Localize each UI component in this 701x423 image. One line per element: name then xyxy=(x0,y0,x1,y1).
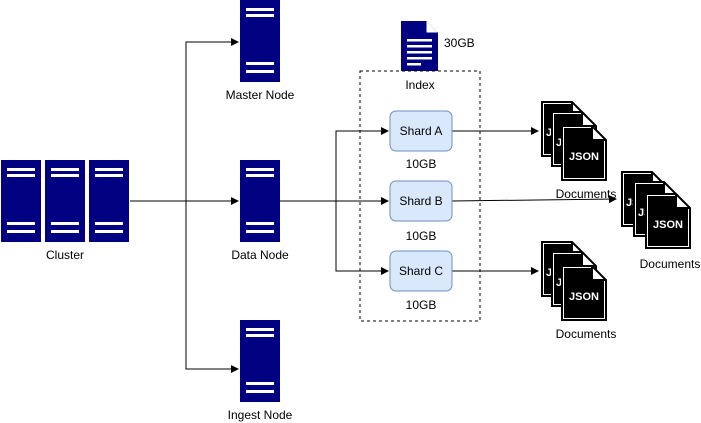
cluster: Cluster xyxy=(1,160,129,262)
shard-label: Shard B xyxy=(399,194,442,208)
index-boundary xyxy=(359,70,481,322)
documents-label: Documents xyxy=(556,327,617,341)
edge-data-shard-a xyxy=(335,127,389,201)
shard-b: Shard B 10GB xyxy=(389,180,453,243)
server-icon xyxy=(240,0,280,82)
json-text: JSON xyxy=(569,151,599,163)
documents-c: JS JS JSON Documents xyxy=(541,241,617,341)
json-text: JSON xyxy=(569,291,599,303)
server-icon xyxy=(240,320,280,402)
server-icon xyxy=(1,160,129,242)
shard-label: Shard C xyxy=(399,264,443,278)
document-icon xyxy=(401,21,438,71)
shard-label: Shard A xyxy=(400,124,443,138)
index-label: Index xyxy=(405,78,434,92)
ingest-node: Ingest Node xyxy=(228,320,293,422)
edge-cluster-master xyxy=(185,38,239,201)
shard-box xyxy=(389,110,453,152)
shard-c: Shard C 10GB xyxy=(389,250,453,312)
documents-b: JS JS JSON Documents xyxy=(621,171,701,271)
edge-data-shard-c xyxy=(335,201,389,275)
index: 30GB Index xyxy=(359,21,481,322)
json-file-stack-icon: JS JS JSON xyxy=(621,171,691,249)
json-file-stack-icon: JS JS JSON xyxy=(541,101,607,181)
json-text: JSON xyxy=(653,219,683,231)
shard-size: 10GB xyxy=(406,298,437,312)
data-node-label: Data Node xyxy=(231,248,289,262)
ingest-node-label: Ingest Node xyxy=(228,408,293,422)
json-file-stack-icon: JS JS JSON xyxy=(541,241,607,321)
edge-shard-b-documents xyxy=(451,195,617,204)
documents-label: Documents xyxy=(556,187,617,201)
documents-a: JS JS JSON Documents xyxy=(541,101,617,201)
cluster-label: Cluster xyxy=(46,248,84,262)
master-node-label: Master Node xyxy=(226,88,295,102)
shard-size: 10GB xyxy=(406,229,437,243)
edge-cluster-ingest xyxy=(185,201,239,373)
shard-box xyxy=(389,250,453,292)
shard-size: 10GB xyxy=(406,157,437,171)
server-icon xyxy=(240,160,280,242)
index-size: 30GB xyxy=(444,36,475,50)
connectors xyxy=(130,38,617,373)
documents-label: Documents xyxy=(640,257,701,271)
shard-a: Shard A 10GB xyxy=(389,110,453,171)
shard-box xyxy=(389,180,453,222)
master-node: Master Node xyxy=(226,0,295,102)
data-node: Data Node xyxy=(231,160,289,262)
